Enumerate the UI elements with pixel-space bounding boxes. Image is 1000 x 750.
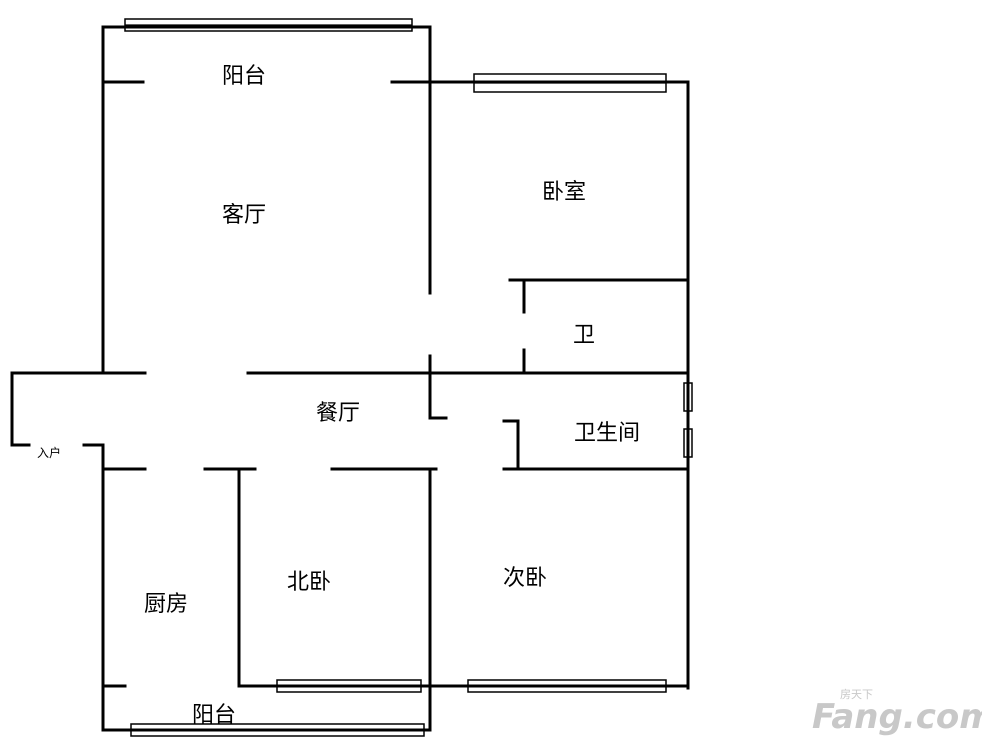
room-label-kitchen: 厨房: [144, 592, 188, 617]
window-bathroom-upper: [683, 382, 693, 412]
window-bottom-balcony: [130, 723, 425, 737]
room-label-bedroom: 卧室: [542, 180, 586, 205]
walls: [10, 25, 690, 732]
room-label-dining-room: 餐厅: [316, 401, 360, 426]
svg-text:Fang.com: Fang.com: [812, 697, 982, 736]
window-second-bedroom: [467, 679, 667, 693]
windows: [124, 18, 693, 737]
window-bedroom: [473, 73, 667, 93]
room-label-bath-small: 卫: [573, 323, 595, 348]
window-north-bedroom: [276, 679, 422, 693]
room-label-north-bedroom: 北卧: [287, 570, 331, 595]
room-label-living-room: 客厅: [222, 203, 266, 228]
room-label-balcony-bottom: 阳台: [192, 703, 236, 728]
svg-text:房天下: 房天下: [840, 688, 873, 701]
room-label-second-bedroom: 次卧: [503, 566, 547, 591]
fang-logo-watermark: 房天下 Fang.com: [812, 688, 982, 736]
room-label-balcony-top: 阳台: [222, 64, 266, 89]
entrance-label: 入户: [37, 445, 61, 460]
window-top-balcony: [124, 18, 413, 32]
window-bathroom-lower: [683, 428, 693, 458]
room-label-bathroom: 卫生间: [574, 421, 640, 446]
